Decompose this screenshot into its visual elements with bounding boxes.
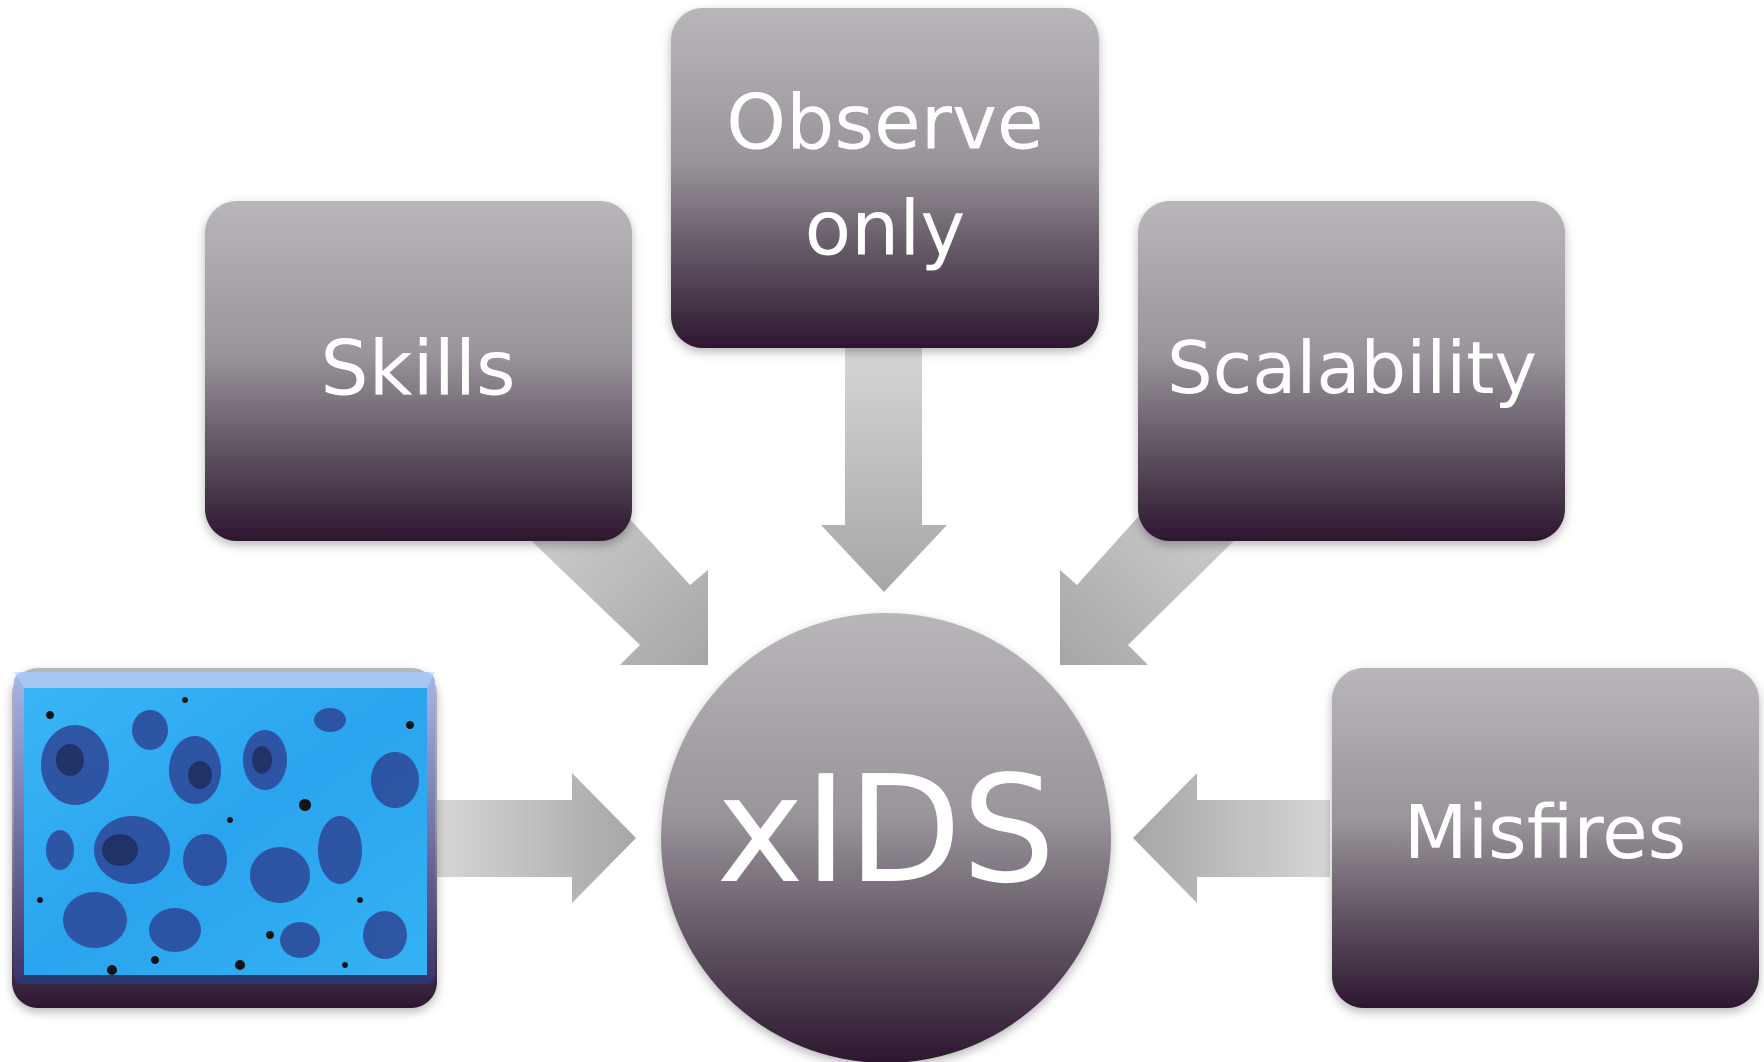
node-observe-only: Observe only xyxy=(671,8,1099,348)
misfires-label: Misfires xyxy=(1404,790,1686,876)
cell-micrograph-image xyxy=(14,672,435,984)
arrow-misfires-to-center xyxy=(1133,773,1330,903)
node-skills: Skills xyxy=(205,201,632,541)
center-label: xIDS xyxy=(716,744,1055,916)
node-scalability: Scalability xyxy=(1138,201,1565,541)
observe-only-line1: Observe xyxy=(726,78,1043,167)
arrow-observe-to-center xyxy=(821,345,947,592)
node-center-xids: xIDS xyxy=(661,613,1111,1062)
node-misfires: Misfires xyxy=(1332,668,1759,1008)
skills-label: Skills xyxy=(320,324,515,413)
arrow-image-to-center xyxy=(435,773,636,903)
observe-only-line2: only xyxy=(805,184,966,273)
scalability-label: Scalability xyxy=(1167,326,1537,410)
node-image xyxy=(12,668,437,1008)
